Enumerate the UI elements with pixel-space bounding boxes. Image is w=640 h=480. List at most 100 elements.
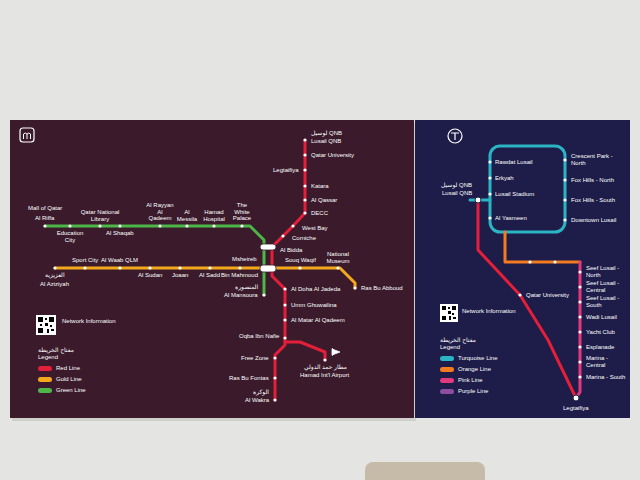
map-label: Lusail QNB [442,190,472,197]
legend-text: Pink Line [458,377,483,384]
station-dot [208,266,211,269]
map-label: Al Qassar [311,197,337,204]
station-dot [488,192,491,195]
map-label: Al Aziziyah [40,281,69,288]
map-label: Msheireb [232,256,257,263]
station-dot [578,270,581,273]
airport-icon [332,348,340,356]
station-dot [563,218,566,221]
station-dot [240,224,243,227]
map-label: Al Sudan [138,272,162,279]
map-label: Souq Waqif [285,257,316,264]
station-dot [578,315,581,318]
map-label: Al Yasmeen [495,215,527,222]
map-label: مفتاح الخريطة [38,347,74,354]
map-label: Wadi Lusail [586,314,617,321]
map-label: Oqba Ibn Nafie [239,333,279,340]
map-label: Hamad Hospital [201,209,227,222]
metro-panel [10,120,414,418]
metro-line [55,268,355,288]
map-label: Al Matar Al Qadeem [291,317,345,324]
tram-panel [415,120,630,418]
station-dot [212,224,215,227]
map-label: Ras Bu Abboud [361,285,403,292]
map-label: Qatar National Library [80,209,120,222]
station-dot [488,216,491,219]
map-label: Qatar University [526,292,569,299]
legend-text: Turquoise Line [458,355,497,362]
station-dot [303,153,306,156]
map-label: Al Messila [174,209,200,222]
station-dot [83,266,86,269]
station-dot [283,287,286,290]
station-dot [488,160,491,163]
map-label: Fox Hills - North [571,177,614,184]
interchange [475,197,481,203]
station-dot [238,266,241,269]
map-label: Al Wakra [245,397,269,404]
map-label: Legend [38,354,58,361]
map-label: العزيزية [45,272,65,279]
map-label: The White Palace [229,202,255,222]
legend-swatch [440,367,454,372]
map-label: Bin Mahmoud [221,272,258,279]
map-label: Sport City [72,257,98,264]
interchange [260,244,276,250]
map-label: لوسيل QNB [441,182,472,189]
qr-code [36,315,56,335]
qr-code [440,304,458,322]
map-label: Katara [311,183,329,190]
station-dot [262,293,265,296]
interchange [260,265,276,272]
map-label: Ras Bu Fontas [229,375,269,382]
metro-line [478,200,576,398]
map-label: National Museum [320,251,356,264]
station-dot [303,211,306,214]
legend-swatch [38,388,52,393]
legend-text: Orange Line [458,366,491,373]
station-dot [303,168,306,171]
map-label: Corniche [292,235,316,242]
station-dot [298,266,301,269]
station-dot [273,376,276,379]
metro-line [505,232,580,262]
map-label: Legtaifiya [563,405,589,412]
tram-logo [448,129,462,143]
station-dot [578,360,581,363]
metro-line [45,226,264,295]
map-label: Fox Hills - South [571,197,615,204]
map-label: Lusail QNB [311,138,341,145]
station-dot [528,260,531,263]
station-dot [578,330,581,333]
tram-loop [490,146,565,232]
legend-swatch [440,378,454,383]
station-dot [578,300,581,303]
station-dot [283,303,286,306]
station-dot [553,260,556,263]
station-dot [185,224,188,227]
legend-swatch [38,377,52,382]
map-label: Mall of Qatar [28,205,62,212]
map-label: Seef Lusail - South [586,295,626,308]
map-label: Marina - South [586,374,625,381]
map-label: Marina - Central [586,355,626,368]
station-dot [273,398,276,401]
station-dot [273,356,276,359]
station-dot [283,336,286,339]
map-label: Lusail Stadium [495,191,534,198]
map-label: Umm Ghuwailina [291,302,337,309]
station-dot [98,224,101,227]
map-label: Free Zone [241,355,269,362]
map-label: Esplanade [586,344,614,351]
map-label: DECC [311,210,328,217]
metro-line [272,140,305,400]
station-dot [148,266,151,269]
map-label: Al Doha Al Jadeda [291,286,340,293]
station-dot [43,224,46,227]
map-label: مفتاح الخريطة [440,337,476,344]
map-label: Al Rayyan Al Qadeem [145,202,175,222]
station-dot [281,234,284,237]
map-label: Al Shaqab [106,230,134,237]
map-label: Al Bidda [280,247,302,254]
